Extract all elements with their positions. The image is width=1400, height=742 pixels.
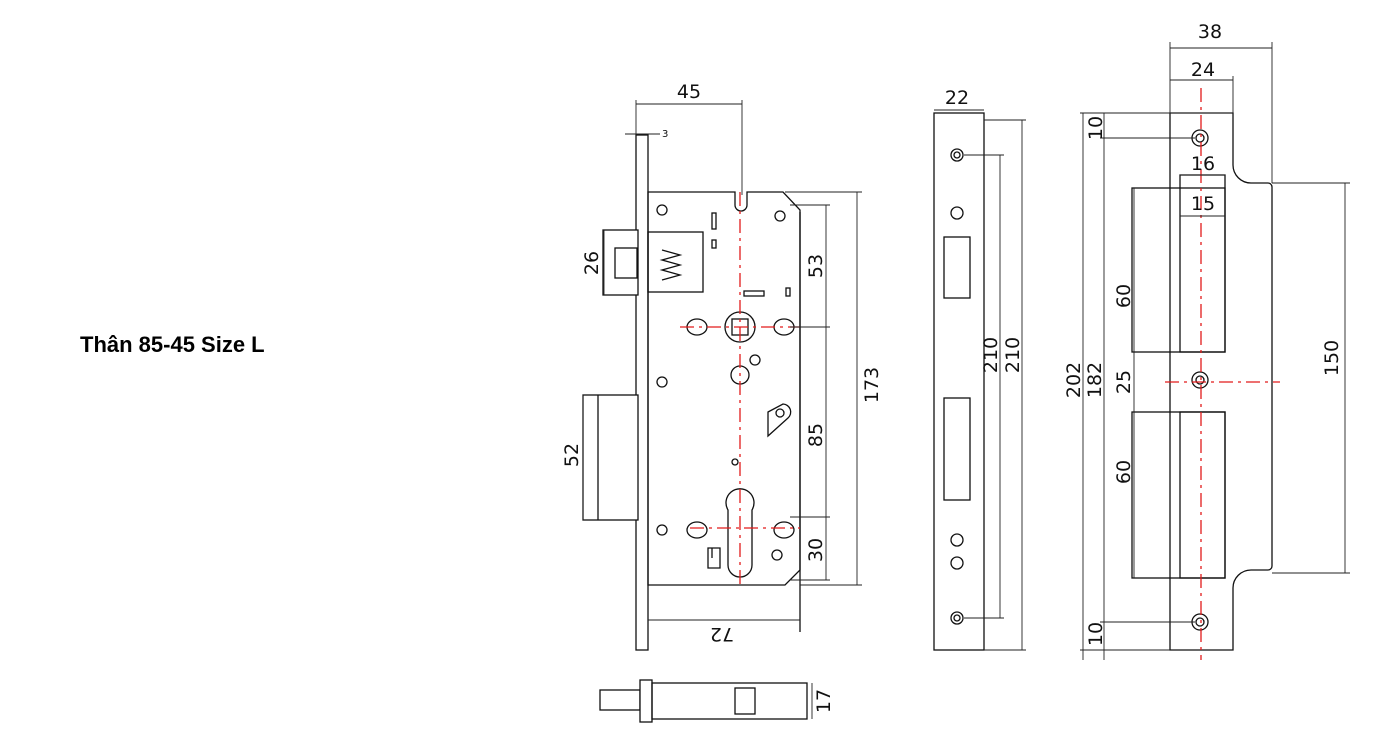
latch-bolt xyxy=(602,229,639,296)
dim-window-inner: 15 xyxy=(1191,193,1215,215)
dim-faceplate-width: 22 xyxy=(945,87,969,109)
dim-hole-spacing: 210 xyxy=(980,337,1002,373)
dim-total-height: 202 xyxy=(1063,362,1085,398)
dim-hole-spacing: 182 xyxy=(1084,362,1106,398)
dim-length: 210 xyxy=(1002,337,1024,373)
latch-window xyxy=(943,236,971,299)
dim-deadbolt: 52 xyxy=(561,443,583,467)
dim-faceplate-thickness: 3 xyxy=(662,129,668,140)
dim-window-outer: 16 xyxy=(1191,153,1215,175)
dim-upper-window: 60 xyxy=(1113,284,1135,308)
deadbolt xyxy=(582,394,639,521)
dim-cylinder-to-bottom: 30 xyxy=(805,538,827,562)
screw-icon xyxy=(656,204,786,561)
lock-body-bottom-view: 17 xyxy=(599,679,835,723)
dim-plate-width: 24 xyxy=(1191,59,1215,81)
dim-total-width: 38 xyxy=(1198,21,1222,43)
dim-thickness: 17 xyxy=(813,689,835,713)
dim-lower-window: 60 xyxy=(1113,460,1135,484)
dim-depth: 72 xyxy=(710,623,734,645)
cylinder-hole xyxy=(725,488,755,578)
dim-gap: 25 xyxy=(1113,370,1135,394)
faceplate-view: 22 210 210 xyxy=(933,87,1026,651)
lock-body-front-view: 45 3 26 52 53 85 30 173 72 xyxy=(561,81,883,651)
dim-height: 173 xyxy=(861,367,883,403)
deadbolt-window xyxy=(943,397,971,501)
dim-box-height: 150 xyxy=(1321,340,1343,376)
dim-top-margin: 10 xyxy=(1085,116,1107,140)
dim-spindle-to-cylinder: 85 xyxy=(805,423,827,447)
dim-top-to-spindle: 53 xyxy=(805,254,827,278)
dim-bottom-margin: 10 xyxy=(1085,622,1107,646)
dim-latch: 26 xyxy=(581,251,603,275)
strike-plate-view: 38 24 16 15 10 10 202 182 60 25 60 150 xyxy=(1063,21,1350,660)
product-title: Thân 85-45 Size L xyxy=(80,332,265,357)
dim-backset: 45 xyxy=(677,81,701,103)
